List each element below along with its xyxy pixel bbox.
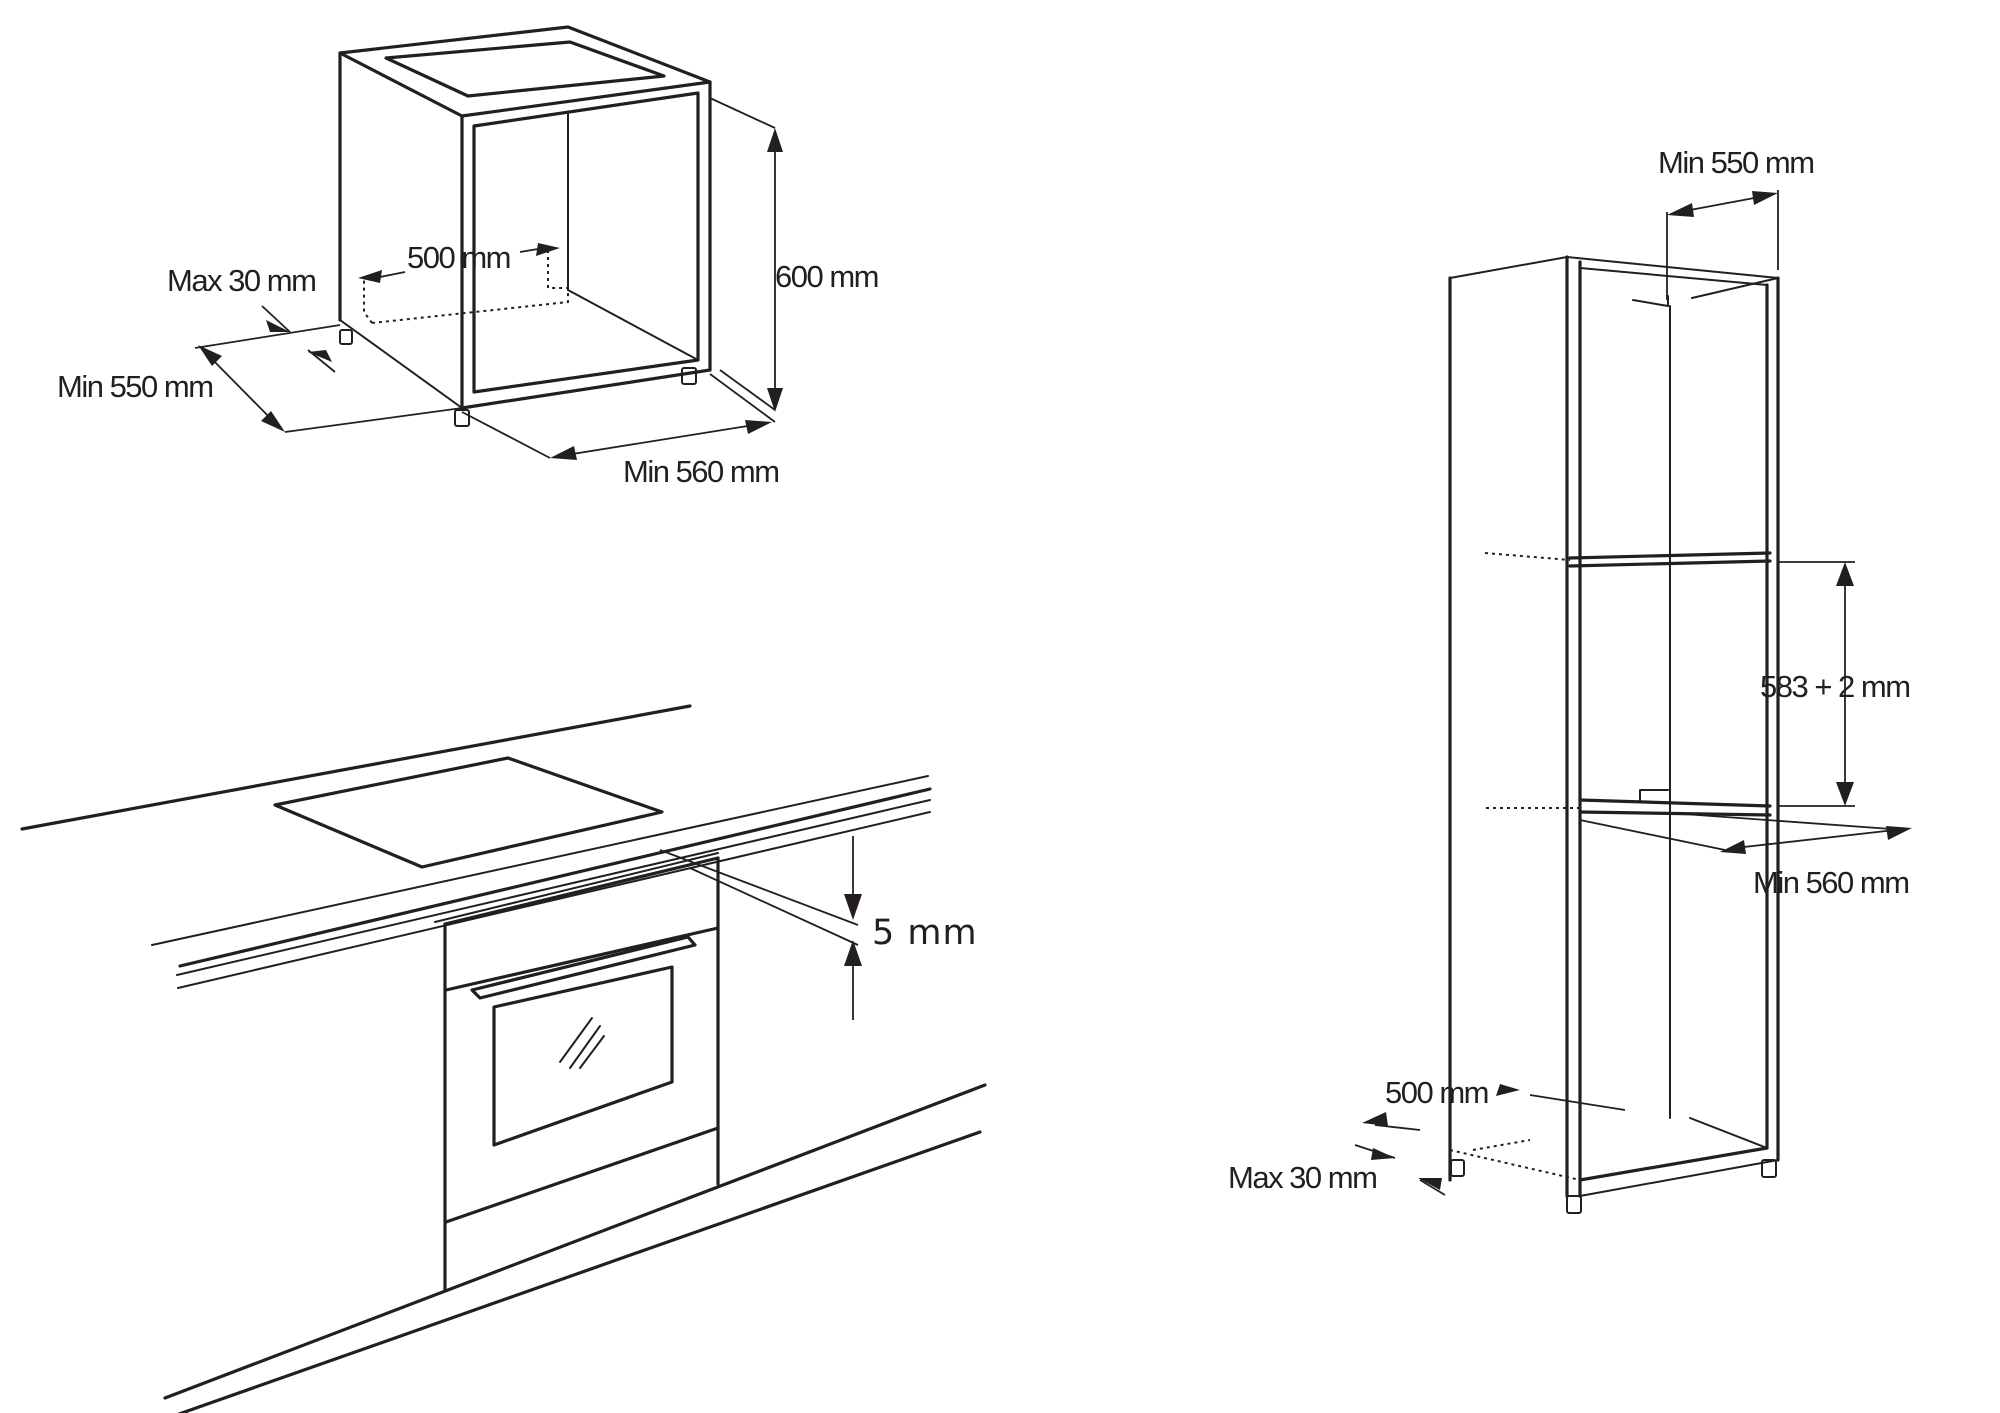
tall-unit-cabinet: Min 550 mm 583 + 2 mm Min 560 mm 500 mm … [1228,145,1912,1214]
label-5-mm: 5 mm [872,913,978,953]
installed-oven-view: 5 mm [20,704,987,1413]
label-600-mm: 600 mm [775,259,878,294]
label-max-30-mm-bottom: Max 30 mm [1228,1160,1376,1195]
label-583-plus-2-mm: 583 + 2 mm [1760,669,1910,704]
label-500-mm-bottom: 500 mm [1385,1075,1488,1110]
label-500-mm: 500 mm [407,240,510,275]
under-counter-cabinet: Max 30 mm 500 mm 600 mm Min 550 mm Min 5… [57,25,879,489]
label-min-550-mm-top: Min 550 mm [1658,145,1814,180]
label-min-560-mm-right: Min 560 mm [1753,865,1909,900]
label-min-560-mm: Min 560 mm [623,454,779,489]
label-min-550-mm: Min 550 mm [57,369,213,404]
label-max-30-mm: Max 30 mm [167,263,315,298]
